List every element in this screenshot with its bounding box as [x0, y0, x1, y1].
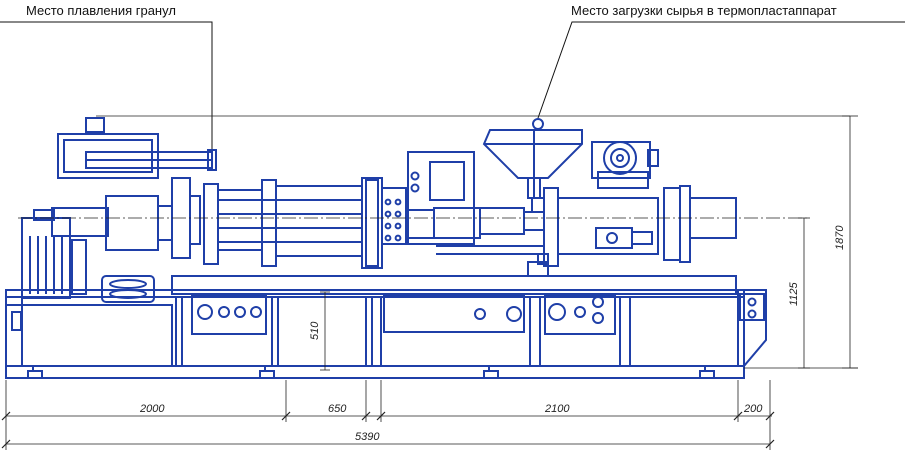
pump-unit — [71, 239, 87, 295]
barrel-slide — [595, 227, 633, 249]
front-plate — [261, 179, 277, 267]
motor-cap — [33, 209, 55, 221]
mold-block — [381, 187, 407, 245]
clamp-cylinder-top — [57, 133, 159, 179]
melt-zone-leader — [0, 21, 213, 160]
callout-leaders — [0, 21, 905, 160]
hopper-inlet — [532, 118, 544, 130]
melt-zone-callout: Место плавления гранул — [26, 3, 176, 18]
rear-plate — [663, 187, 681, 261]
dimensions — [5, 115, 858, 450]
panel-middle — [383, 295, 525, 333]
front-guard — [737, 289, 767, 367]
moving-platen — [203, 183, 219, 265]
dim-650: 650 — [328, 403, 347, 415]
machine — [5, 117, 767, 379]
safety-frame — [407, 151, 475, 245]
cabinet-switch — [11, 311, 22, 331]
panel-left — [191, 295, 267, 335]
injection-barrel-small — [479, 207, 525, 235]
dim-1125: 1125 — [788, 281, 800, 306]
front-panel — [739, 293, 765, 321]
electrical-cabinet — [5, 304, 173, 367]
oil-tank — [101, 275, 155, 303]
dim-5390: 5390 — [355, 431, 380, 443]
dim-200: 200 — [743, 403, 763, 415]
dim-2000: 2000 — [139, 403, 165, 415]
feed-zone-leader — [537, 21, 905, 119]
dimension-ticks — [1, 411, 775, 449]
clamping-cylinder — [51, 207, 109, 237]
dim-510: 510 — [309, 321, 321, 340]
screw-motor — [603, 141, 637, 175]
machine-table — [171, 275, 737, 295]
valve-block — [85, 117, 105, 133]
feed-zone-callout: Место загрузки сырья в термопластаппарат — [571, 3, 837, 18]
machine-feet — [27, 365, 715, 379]
dim-1870: 1870 — [834, 225, 846, 250]
dim-2100: 2100 — [544, 403, 570, 415]
base-frame — [5, 289, 745, 379]
panel-right — [544, 295, 616, 335]
